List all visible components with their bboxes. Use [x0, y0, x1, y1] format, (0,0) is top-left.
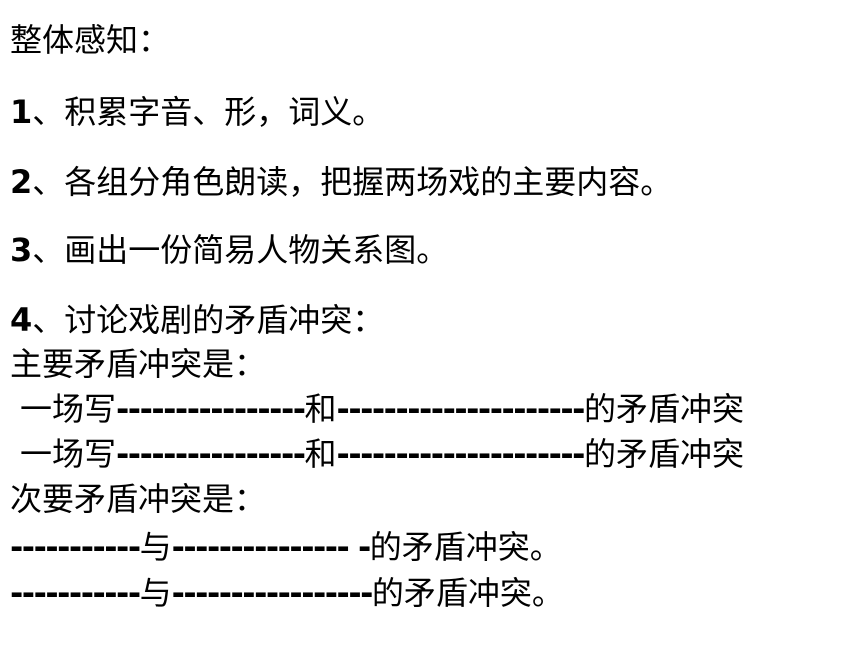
item-number: 3: [10, 231, 33, 269]
connector-word: 和: [304, 435, 337, 473]
blank-dashes: ---------------------: [336, 435, 586, 473]
line-prefix: 一场写: [20, 435, 117, 473]
blank-dashes: ---------------------: [336, 390, 586, 428]
item-text: 、积累字音、形，词义。: [32, 93, 385, 131]
connector-word: 与: [139, 528, 172, 566]
item-number: 2: [10, 163, 33, 201]
minor-conflict-line-1: -----------与--------------- -的矛盾冲突。: [10, 525, 562, 569]
blank-dashes: -----------: [10, 574, 141, 612]
list-item-1: 1、积累字音、形，词义。: [10, 90, 384, 134]
blank-dashes: ----------------: [116, 390, 306, 428]
list-item-3: 3、画出一份简易人物关系图。: [10, 228, 448, 272]
blank-dashes: -----------: [10, 528, 141, 566]
list-item-2: 2、各组分角色朗读，把握两场戏的主要内容。: [10, 160, 672, 204]
line-suffix: 的矛盾冲突: [583, 435, 744, 473]
item-text: 、各组分角色朗读，把握两场戏的主要内容。: [32, 163, 673, 201]
slide-title: 整体感知：: [10, 21, 171, 59]
blank-dashes: -----------------: [171, 574, 374, 612]
list-item-4: 4、讨论戏剧的矛盾冲突：: [10, 298, 384, 342]
line-suffix: 的矛盾冲突。: [369, 528, 562, 566]
main-conflict-line-1: 一场写----------------和--------------------…: [20, 387, 744, 431]
minor-conflict-label: 次要矛盾冲突是：: [10, 480, 267, 518]
item-text: 、讨论戏剧的矛盾冲突：: [32, 301, 385, 339]
blank-dashes: ----------------: [116, 435, 306, 473]
blank-dashes: --------------- -: [171, 528, 372, 566]
item-number: 4: [10, 301, 33, 339]
minor-conflict-line-2: -----------与-----------------的矛盾冲突。: [10, 571, 564, 615]
line-prefix: 一场写: [20, 390, 117, 428]
main-conflict-label: 主要矛盾冲突是：: [10, 345, 267, 383]
main-conflict-line-2: 一场写----------------和--------------------…: [20, 432, 744, 476]
line-suffix: 的矛盾冲突。: [371, 574, 564, 612]
connector-word: 和: [304, 390, 337, 428]
item-text: 、画出一份简易人物关系图。: [32, 231, 449, 269]
line-suffix: 的矛盾冲突: [583, 390, 744, 428]
item-number: 1: [10, 93, 33, 131]
connector-word: 与: [139, 574, 172, 612]
